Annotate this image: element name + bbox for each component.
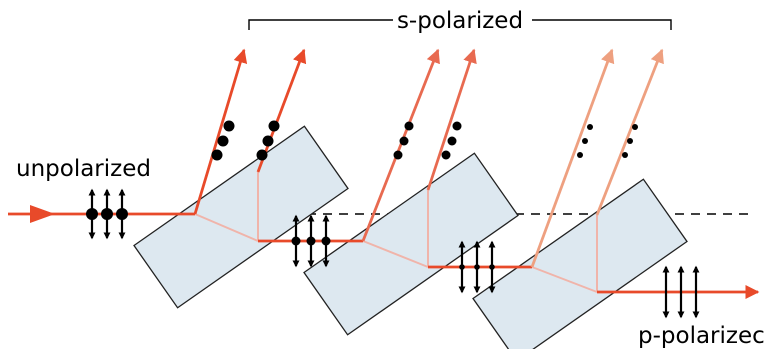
p-polarized-label: p-polarizec <box>638 323 765 349</box>
dot-icon <box>268 120 280 132</box>
unpolarized-marks <box>86 188 128 240</box>
dot-icon <box>627 138 633 144</box>
dot-icon <box>632 124 638 130</box>
dot-icon <box>474 264 480 270</box>
dot-icon <box>211 149 223 161</box>
p-polarization-marks-3 <box>662 265 700 319</box>
dot-icon <box>321 236 331 246</box>
dot-icon <box>622 152 628 158</box>
residual-s-dots-2 <box>459 264 495 270</box>
internal-beams <box>194 172 598 293</box>
glass-plate-2 <box>303 152 519 336</box>
s-polarized-label: s-polarized <box>397 8 523 34</box>
dot-icon <box>489 264 495 270</box>
residual-s-dots-1 <box>291 236 331 246</box>
dot-icon <box>262 135 274 147</box>
dot-icon <box>116 208 128 220</box>
dot-icon <box>223 120 235 132</box>
s-polarized-bracket <box>248 19 672 30</box>
glass-plate-3 <box>472 178 688 349</box>
unpolarized-label: unpolarized <box>16 156 151 182</box>
reflected-beams-plate-3 <box>530 48 664 268</box>
dot-icon <box>441 150 451 160</box>
dot-icon <box>306 236 316 246</box>
dot-icon <box>404 121 414 131</box>
dot-icon <box>459 264 465 270</box>
dot-icon <box>291 236 301 246</box>
arrow-icon <box>30 205 55 223</box>
dot-icon <box>393 150 403 160</box>
dot-icon <box>399 136 409 146</box>
dot-icon <box>101 208 113 220</box>
dot-icon <box>577 152 583 158</box>
dot-icon <box>582 138 588 144</box>
glass-plate-1 <box>133 125 349 309</box>
s-polarization-dots <box>211 120 638 161</box>
dot-icon <box>256 149 268 161</box>
dot-icon <box>217 135 229 147</box>
reflected-beams-plate-2 <box>361 48 477 242</box>
dot-icon <box>587 124 593 130</box>
dot-icon <box>452 121 462 131</box>
dot-icon <box>447 136 457 146</box>
dot-icon <box>86 208 98 220</box>
